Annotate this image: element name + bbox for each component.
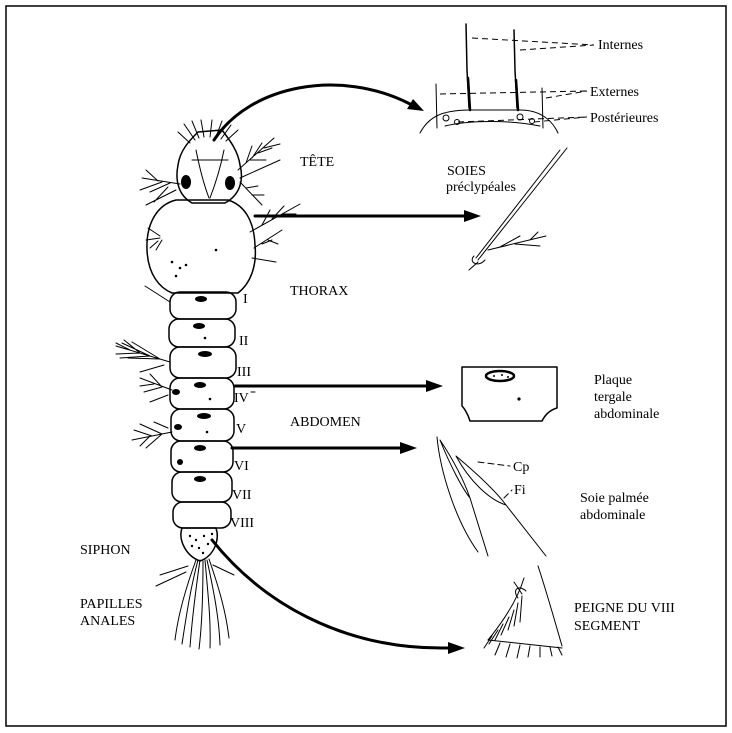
- side-spot-5: [174, 424, 182, 430]
- stipple-dot: [191, 545, 193, 547]
- segment-dot: [204, 337, 207, 340]
- label-soie-abdominale: abdominale: [580, 508, 645, 523]
- eye-right: [225, 176, 235, 190]
- stipple-dot: [202, 552, 204, 554]
- label-tete: TÊTE: [300, 153, 334, 170]
- segment-label-8: VIII: [230, 516, 254, 531]
- segment-label-1: I: [243, 292, 248, 307]
- segment-dot: [209, 398, 212, 401]
- stipple-dot: [211, 533, 213, 535]
- label-abdomen: ABDOMEN: [290, 415, 361, 430]
- label-internes: Internes: [598, 38, 643, 53]
- label-preclypeales: préclypéales: [446, 180, 516, 195]
- label-fi: Fi: [514, 483, 526, 498]
- thorax-dot: [185, 264, 188, 267]
- label-soies: SOIES: [447, 164, 486, 179]
- label-tergale: tergale: [594, 390, 632, 405]
- stipple-dot: [195, 539, 197, 541]
- segment-label-7: VII: [232, 488, 252, 503]
- thorax-dot: [179, 267, 182, 270]
- label-anales: ANALES: [80, 614, 135, 629]
- segment-dot: [206, 431, 209, 434]
- tergal-spot-2: [193, 323, 205, 329]
- thorax-dot: [175, 275, 178, 278]
- label-cp: Cp: [513, 460, 529, 475]
- label-posterieures: Postérieures: [590, 111, 658, 126]
- side-spot-4: [172, 389, 180, 395]
- stipple-dot: [189, 535, 191, 537]
- segment-label-2: II: [239, 334, 249, 349]
- tergal-plate-spot-dot: [501, 374, 503, 376]
- label-soie-palmee: Soie palmée: [580, 491, 649, 506]
- segment-label-6: VI: [234, 459, 249, 474]
- tergal-spot-7: [194, 476, 206, 482]
- label-siphon: SIPHON: [80, 543, 131, 558]
- tergal-spot-6: [194, 445, 206, 451]
- tergal-spot-5: [197, 413, 211, 419]
- segment-label-4: IV: [234, 391, 249, 406]
- eye-left: [181, 175, 191, 189]
- tergal-spot-3: [198, 351, 212, 357]
- tergal-plate-dot: [517, 397, 520, 400]
- stipple-dot: [203, 535, 205, 537]
- segment-label-3: III: [237, 365, 251, 380]
- label-externes: Externes: [590, 85, 639, 100]
- tergal-plate-spot-dot: [493, 375, 495, 377]
- tergal-spot-4: [194, 382, 206, 388]
- side-spot-6: [177, 459, 183, 465]
- tergal-plate-spot: [486, 371, 514, 381]
- segment-label-5: V: [236, 422, 246, 437]
- label-papilles: PAPILLES: [80, 597, 143, 612]
- tergal-spot-1: [195, 296, 207, 302]
- stipple-dot: [207, 543, 209, 545]
- thorax-dot: [171, 261, 174, 264]
- label-thorax: THORAX: [290, 284, 348, 299]
- label-plaque: Plaque: [594, 373, 632, 388]
- label-segment: SEGMENT: [574, 619, 641, 634]
- label-peigne: PEIGNE DU VIII: [574, 601, 675, 616]
- label-plaque-abdominale: abdominale: [594, 407, 659, 422]
- thorax-dot: [215, 249, 218, 252]
- tergal-plate-spot-dot: [507, 376, 509, 378]
- stipple-dot: [198, 547, 200, 549]
